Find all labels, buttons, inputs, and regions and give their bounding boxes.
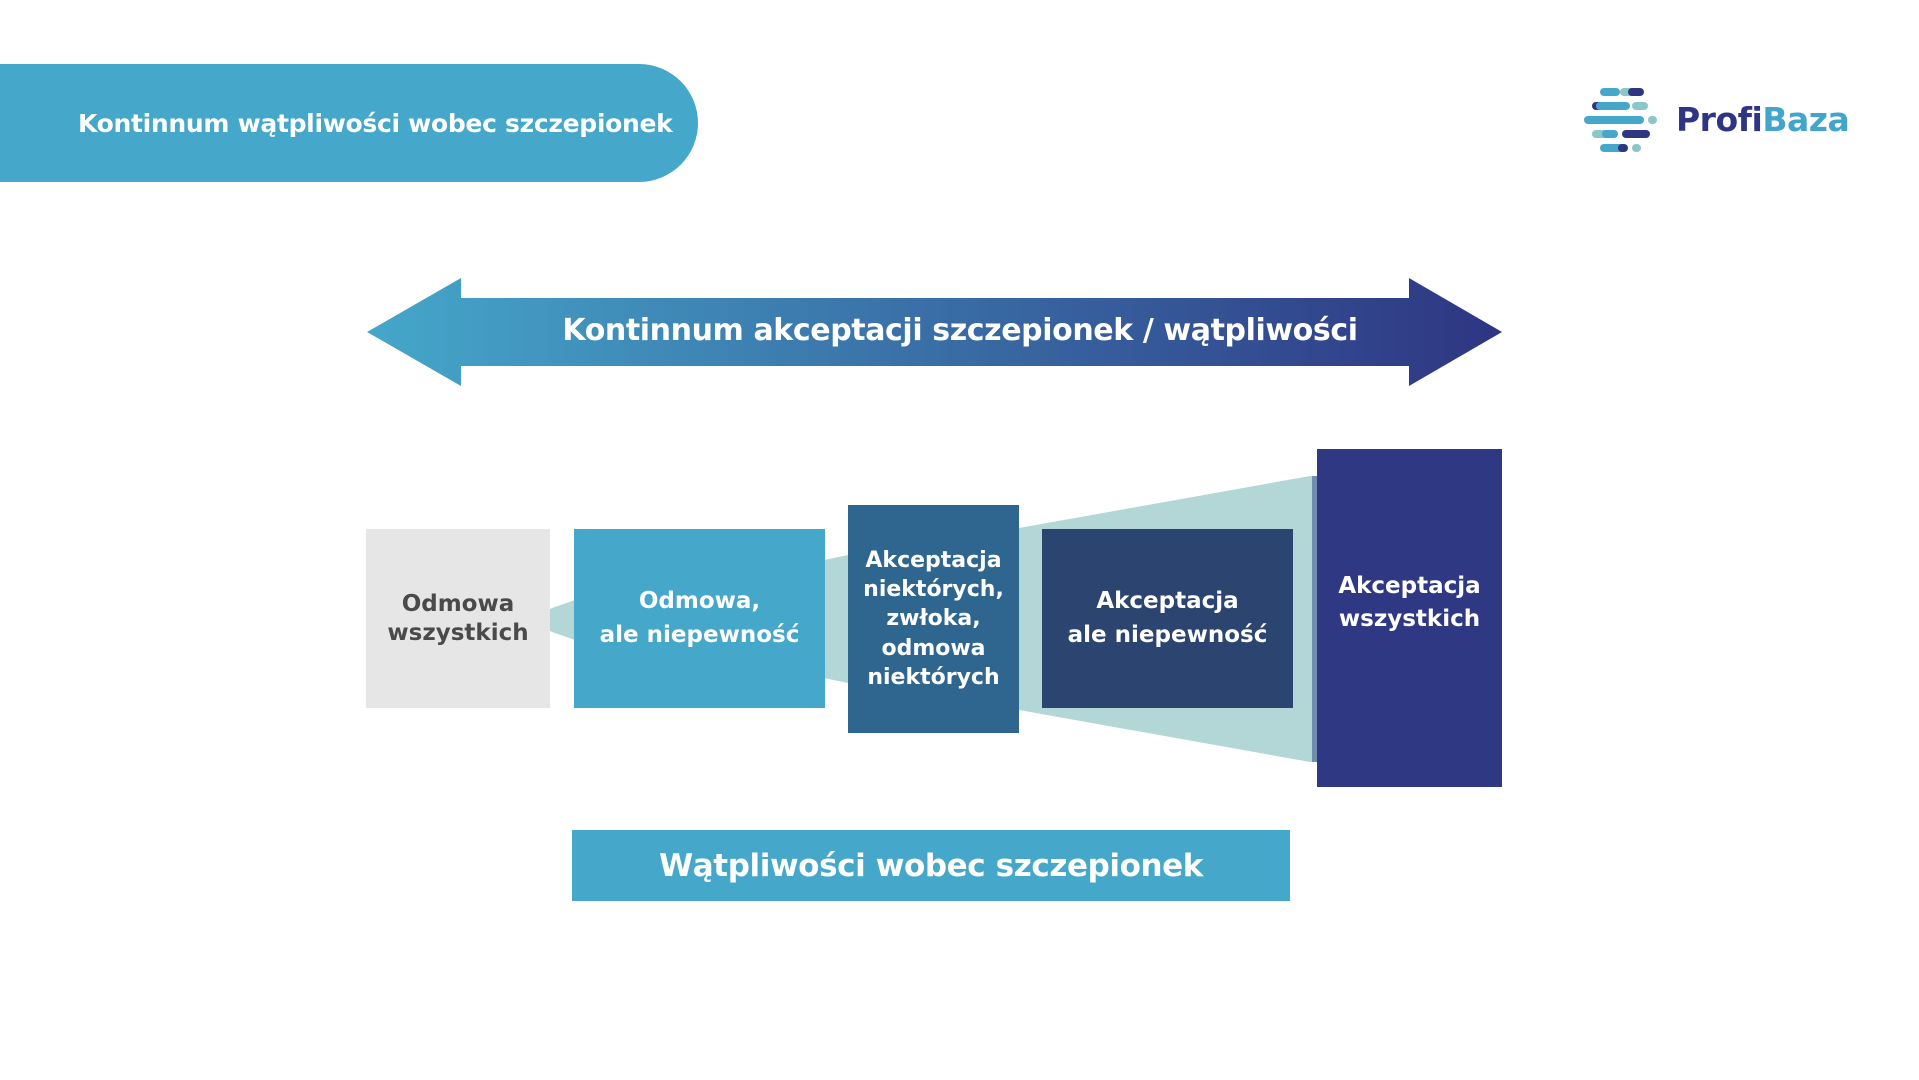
funnel-connector-2 [824, 555, 848, 683]
profibaza-logo: ProfiBaza [1582, 84, 1850, 160]
stage-label-5: Akceptacja wszystkich [1317, 449, 1502, 787]
stage-text-1: Odmowa wszystkich [387, 590, 529, 646]
dashes-hexagon-icon [1584, 88, 1657, 152]
stage-box-5 [1317, 449, 1502, 787]
logo-wordmark: ProfiBaza [1676, 100, 1850, 139]
funnel-connector-1 [542, 600, 575, 640]
double-headed-arrow [367, 278, 1502, 386]
stage-text-5: Akceptacja wszystkich [1338, 572, 1481, 632]
logo-text-baza: Baza [1762, 100, 1850, 139]
stage-box-1 [366, 529, 550, 708]
page-title: Kontinnum wątpliwości wobec szczepionek [78, 108, 673, 138]
arrow-label: Kontinnum akceptacji szczepionek / wątpl… [562, 312, 1358, 348]
stage-box-2 [574, 529, 825, 708]
stage-text-4: Akceptacja ale niepewność [1067, 588, 1268, 648]
stage-label-3: Akceptacja niektórych, zwłoka, odmowa ni… [848, 505, 1019, 733]
title-banner: Kontinnum wątpliwości wobec szczepionek [0, 64, 698, 182]
logo-text-profi: Profi [1676, 100, 1763, 139]
stage-text-2: Odmowa, ale niepewność [599, 588, 800, 648]
stage-label-1: Odmowa wszystkich [366, 529, 550, 708]
stage-box-4 [1042, 529, 1293, 708]
stage-box-3 [848, 505, 1019, 733]
stage-text-3: Akceptacja niektórych, zwłoka, odmowa ni… [863, 547, 1004, 690]
stage-label-4: Akceptacja ale niepewność [1042, 529, 1293, 708]
stage-label-2: Odmowa, ale niepewność [574, 529, 825, 708]
doubts-bar: Wątpliwości wobec szczepionek [572, 830, 1290, 901]
doubts-bar-label: Wątpliwości wobec szczepionek [658, 847, 1204, 884]
